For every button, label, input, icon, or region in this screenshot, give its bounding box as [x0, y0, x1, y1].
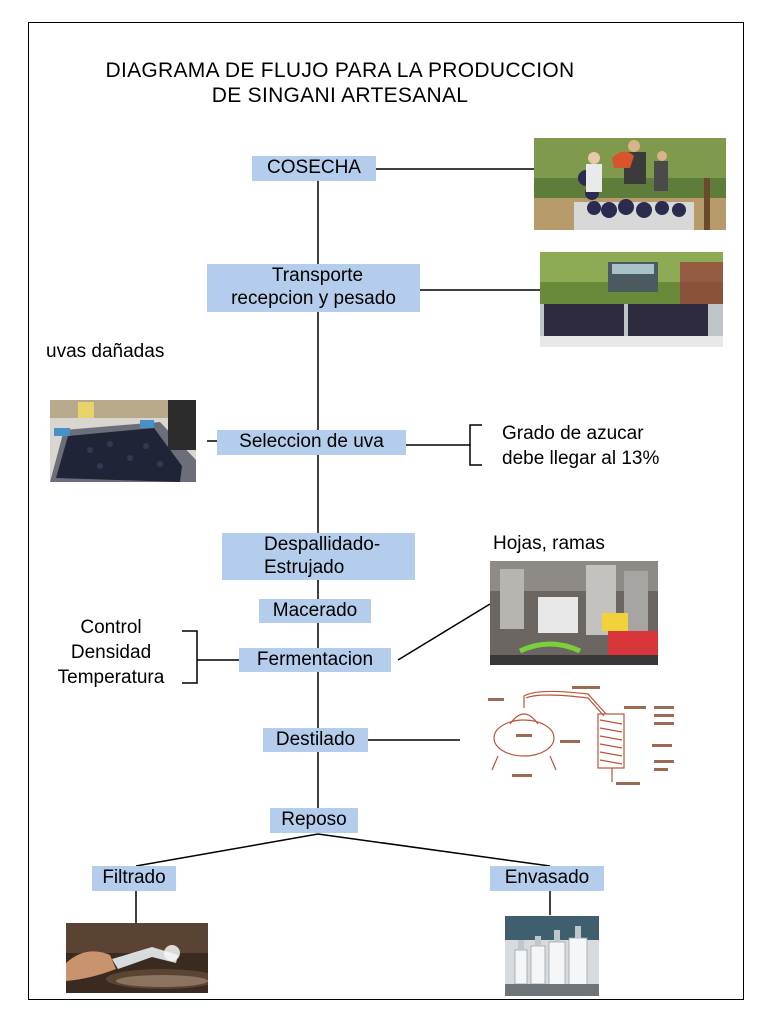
- reposo-envasado-line: [317, 833, 551, 867]
- step-despallidado-line-2: Estrujado: [264, 557, 345, 578]
- step-filtrado: Filtrado: [92, 866, 176, 891]
- step-fermentacion: Fermentacion: [239, 648, 391, 672]
- grado-brace: [469, 424, 482, 466]
- title-line-1: DIAGRAMA DE FLUJO PARA LA PRODUCCION: [105, 59, 575, 82]
- step-macerado: Macerado: [259, 599, 371, 623]
- diagram-title: DIAGRAMA DE FLUJO PARA LA PRODUCCION DE …: [60, 58, 620, 108]
- step-destilado: Destilado: [263, 728, 368, 752]
- sorting-photo: [50, 400, 196, 482]
- step-cosecha: COSECHA: [252, 156, 376, 181]
- step-envasado-label: Envasado: [504, 867, 590, 888]
- transport-photo: [540, 252, 723, 347]
- note-grado-line-2: debe llegar al 13%: [502, 448, 660, 469]
- step-despallidado: Despallidado- Estrujado: [222, 533, 415, 580]
- still-diagram: [478, 684, 680, 792]
- step-despallidado-line-1: Despallidado-: [264, 534, 381, 555]
- note-uvas-danadas-label: uvas dañadas: [46, 341, 165, 362]
- note-control-line-3: Temperatura: [57, 667, 165, 688]
- note-control-line-2: Densidad: [70, 642, 152, 663]
- note-uvas-danadas: uvas dañadas: [46, 339, 164, 364]
- step-seleccion: Seleccion de uva: [217, 430, 406, 455]
- step-transporte: Transporte recepcion y pesado: [207, 264, 420, 312]
- diagram-frame: [28, 22, 744, 1000]
- fermentacion-photo-line: [397, 603, 491, 661]
- step-transporte-line-1: Transporte: [271, 265, 364, 286]
- reposo-filtrado-line: [135, 833, 319, 867]
- note-grado-line-1: Grado de azucar: [502, 423, 644, 444]
- note-hojas-ramas: Hojas, ramas: [493, 531, 605, 556]
- step-reposo-label: Reposo: [281, 809, 347, 830]
- note-control-line-1: Control: [80, 617, 142, 638]
- harvest-photo: [534, 138, 726, 230]
- step-envasado: Envasado: [490, 866, 604, 891]
- note-grado-azucar: Grado de azucar debe llegar al 13%: [502, 421, 659, 471]
- note-control: Control Densidad Temperatura: [40, 615, 182, 690]
- filtering-photo: [66, 923, 208, 993]
- control-brace: [182, 630, 198, 684]
- fermentation-photo: [490, 561, 658, 665]
- step-macerado-label: Macerado: [272, 600, 358, 621]
- step-fermentacion-label: Fermentacion: [256, 649, 374, 670]
- step-cosecha-label: COSECHA: [267, 157, 361, 178]
- step-reposo: Reposo: [270, 808, 358, 833]
- bottling-photo: [505, 916, 599, 996]
- step-filtrado-label: Filtrado: [102, 867, 166, 888]
- step-seleccion-label: Seleccion de uva: [239, 431, 384, 452]
- note-hojas-label: Hojas, ramas: [493, 533, 605, 554]
- step-destilado-label: Destilado: [275, 729, 356, 750]
- step-transporte-line-2: recepcion y pesado: [231, 288, 396, 309]
- title-line-2: DE SINGANI ARTESANAL: [211, 84, 469, 107]
